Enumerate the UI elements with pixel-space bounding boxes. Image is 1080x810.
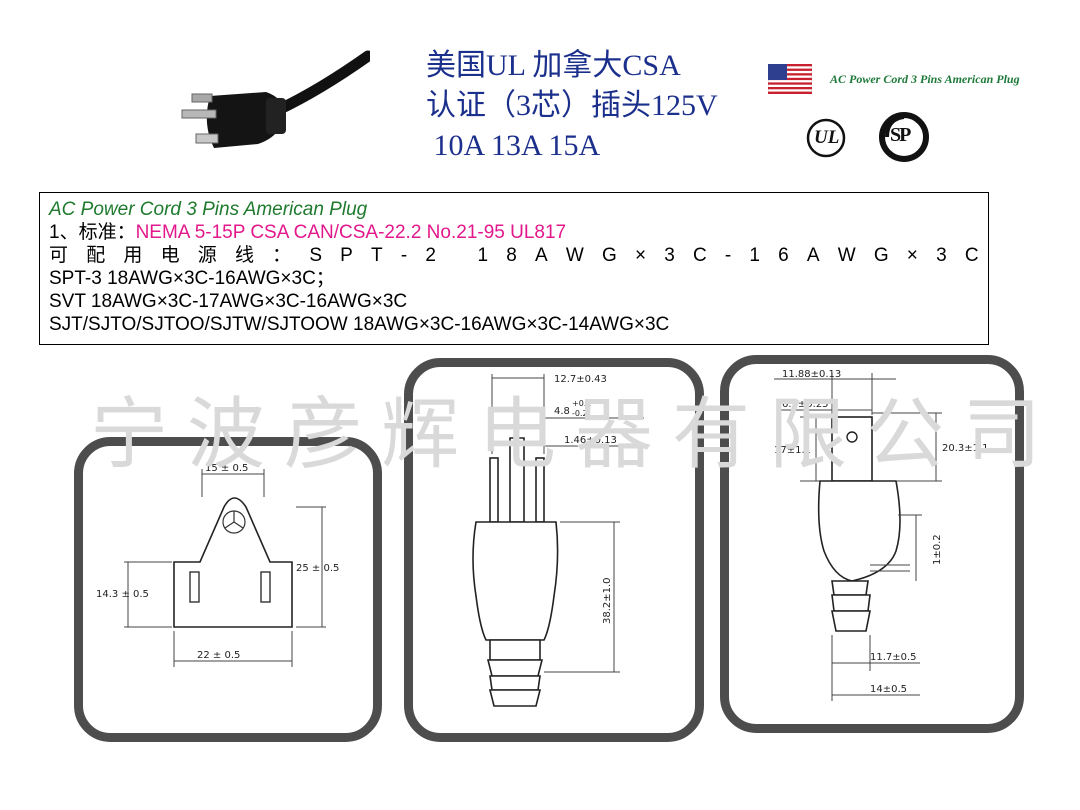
cable-line-char: 电 bbox=[160, 245, 180, 266]
spec-standard-line: 1、标准：NEMA 5-15P CSA CAN/CSA-22.2 No.21-9… bbox=[49, 221, 979, 244]
cable-line-char: 可 bbox=[49, 245, 69, 266]
cable-line-char: W bbox=[837, 245, 856, 266]
plug-side-top-width-label: 11.88±0.13 bbox=[782, 369, 841, 380]
cable-line-char: T bbox=[371, 245, 383, 266]
plug-photo bbox=[181, 50, 370, 148]
csa-certification-logo: SP bbox=[879, 111, 929, 163]
socket-diagram: 15 ± 0.5 25 ± 0.5 14.3 ± 0.5 22 ± 0.5 bbox=[74, 437, 382, 742]
cable-line-char: 用 bbox=[123, 245, 143, 266]
plug-front-prong-width-label: 1.46±0.13 bbox=[564, 435, 617, 446]
spec-spt3-line: SPT-3 18AWG×3C-16AWG×3C； bbox=[49, 268, 335, 289]
plug-side-pin-width-label: 6.3±0.25 bbox=[782, 399, 829, 410]
spec-sjt-line: SJT/SJTO/SJTOO/SJTW/SJTOOW 18AWG×3C-16AW… bbox=[49, 314, 670, 335]
plug-front-total-length-label: 38.2±1.0 bbox=[602, 577, 613, 624]
socket-height-label: 25 ± 0.5 bbox=[296, 563, 339, 574]
socket-body-height-label: 14.3 ± 0.5 bbox=[96, 589, 149, 600]
plug-front-diagram: 12.7±0.43 4.8 +0.1 -0.2 1.46±0.13 38.2±1… bbox=[404, 358, 704, 742]
us-flag-icon bbox=[768, 64, 812, 94]
socket-diagram-panel: 15 ± 0.5 25 ± 0.5 14.3 ± 0.5 22 ± 0.5 bbox=[74, 437, 382, 742]
cable-line-char: 2 bbox=[425, 245, 436, 266]
plug-side-bend-label: 1±0.2 bbox=[932, 534, 943, 565]
spec-svt-line: SVT 18AWG×3C-17AWG×3C-16AWG×3C bbox=[49, 291, 408, 312]
cable-line-char: 1 bbox=[749, 245, 760, 266]
cable-line-char: G bbox=[873, 245, 889, 266]
plug-side-total-height-label: 20.3±1.1 bbox=[942, 443, 989, 454]
cable-line-char: × bbox=[906, 245, 918, 266]
cable-line-char: P bbox=[340, 245, 353, 266]
ul-certification-logo: UL bbox=[806, 118, 846, 158]
standard-label: 1、标准： bbox=[49, 222, 136, 243]
plug-side-diagram: 11.88±0.13 6.3±0.25 17±1.1 20.3±1.1 1±0.… bbox=[720, 355, 1024, 733]
socket-top-width-label: 15 ± 0.5 bbox=[205, 463, 248, 474]
cable-line-char: A bbox=[806, 245, 820, 266]
cable-line-char: × bbox=[634, 245, 647, 266]
cable-line-char: - bbox=[400, 245, 408, 266]
cable-line-char: C bbox=[692, 245, 707, 266]
spec-heading: AC Power Cord 3 Pins American Plug bbox=[49, 199, 368, 220]
cable-line-char: A bbox=[535, 245, 548, 266]
cable-line-char: 3 bbox=[664, 245, 675, 266]
spec-box: AC Power Cord 3 Pins American Plug 1、标准：… bbox=[39, 192, 989, 345]
title-line-1: 美国UL 加拿大CSA bbox=[426, 49, 681, 82]
title-line-2: 认证（3芯）插头125V bbox=[426, 89, 718, 122]
socket-bottom-width-label: 22 ± 0.5 bbox=[197, 650, 240, 661]
plug-side-base-width-label: 14±0.5 bbox=[870, 684, 907, 695]
title-line-3: 10A 13A 15A bbox=[426, 129, 601, 162]
plug-front-prong-length-label: 4.8 bbox=[554, 406, 570, 417]
cable-line-char: 线 bbox=[234, 245, 254, 266]
cable-line-char: 8 bbox=[506, 245, 517, 266]
plug-front-top-width-label: 12.7±0.43 bbox=[554, 374, 607, 385]
english-title: AC Power Cord 3 Pins American Plug bbox=[830, 72, 1020, 86]
cable-line-char: C bbox=[964, 245, 979, 266]
cable-line-char: 3 bbox=[936, 245, 947, 266]
plug-front-diagram-panel: 12.7±0.43 4.8 +0.1 -0.2 1.46±0.13 38.2±1… bbox=[404, 358, 704, 742]
cable-line-char: - bbox=[724, 245, 732, 266]
cable-line-char: G bbox=[601, 245, 617, 266]
standard-value: NEMA 5-15P CSA CAN/CSA-22.2 No.21-95 UL8… bbox=[135, 222, 567, 243]
cable-line-char: 6 bbox=[778, 245, 789, 266]
plug-front-prong-tol-b-label: -0.2 bbox=[572, 409, 588, 418]
cable-line-char: 1 bbox=[477, 245, 489, 266]
plug-front-prong-tol-a-label: +0.1 bbox=[572, 399, 591, 408]
plug-side-neck-width-label: 11.7±0.5 bbox=[870, 652, 917, 663]
plug-side-diagram-panel: 11.88±0.13 6.3±0.25 17±1.1 20.3±1.1 1±0.… bbox=[720, 355, 1024, 733]
cable-line-char bbox=[454, 244, 459, 267]
cable-line-char: W bbox=[565, 245, 584, 266]
cable-line-char: 源 bbox=[197, 245, 217, 266]
plug-side-pin-height-label: 17±1.1 bbox=[774, 445, 811, 456]
cable-line-char: ： bbox=[272, 245, 292, 266]
cable-line-char: 配 bbox=[86, 245, 106, 266]
cable-line-char: S bbox=[309, 245, 322, 266]
